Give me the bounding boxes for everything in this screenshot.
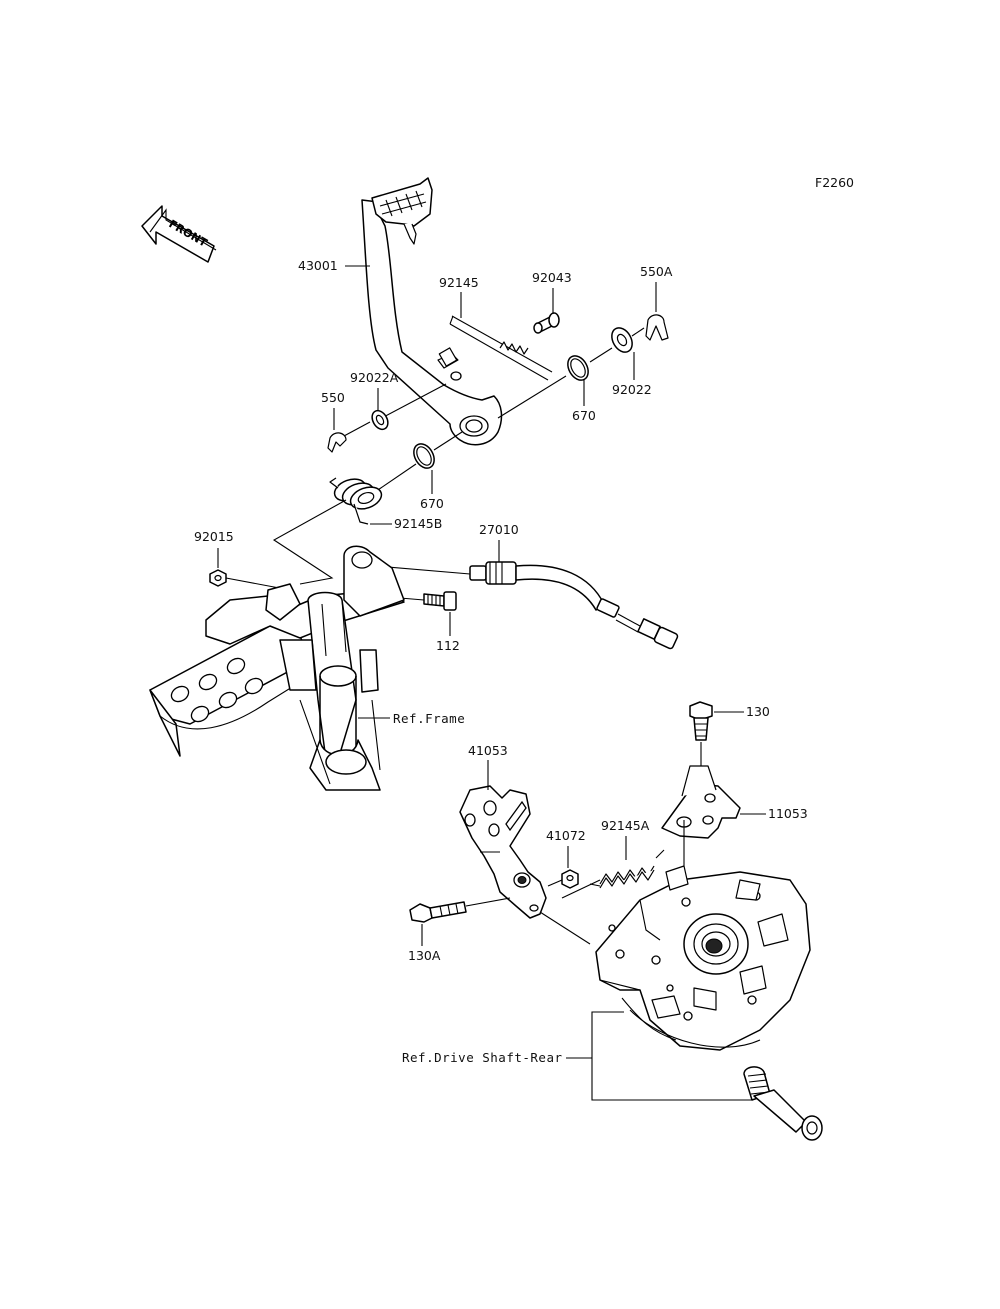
drive-shaft — [743, 1066, 823, 1141]
ref-drive-shaft: Ref.Drive Shaft-Rear — [402, 1050, 563, 1065]
drive-shaft-housing — [595, 865, 811, 1051]
label-112: 112 — [436, 638, 460, 653]
nut-41072 — [547, 869, 579, 889]
label-92145: 92145 — [439, 275, 479, 290]
label-92145a: 92145A — [601, 818, 650, 833]
label-670-left: 670 — [420, 496, 444, 511]
label-550: 550 — [321, 390, 345, 405]
label-41053: 41053 — [468, 743, 508, 758]
label-130: 130 — [746, 704, 770, 719]
label-92022: 92022 — [612, 382, 652, 397]
label-130a: 130A — [408, 948, 441, 963]
oring-670-left — [413, 443, 435, 469]
label-43001: 43001 — [298, 258, 338, 273]
switch-27010 — [375, 561, 679, 650]
washer-92022 — [611, 327, 633, 353]
label-41072: 41072 — [546, 828, 586, 843]
label-670-right: 670 — [572, 408, 596, 423]
bolt-130 — [689, 701, 713, 780]
label-27010: 27010 — [479, 522, 519, 537]
cotter-pin-550 — [327, 421, 371, 453]
spring-92145b — [329, 477, 383, 525]
spring-92145 — [449, 315, 553, 381]
diagram-code: F2260 — [815, 175, 854, 190]
ref-frame: Ref.Frame — [393, 711, 465, 726]
pin-92043 — [533, 312, 560, 334]
label-92043: 92043 — [532, 270, 572, 285]
frame — [149, 545, 405, 791]
label-92145b: 92145B — [394, 516, 442, 531]
label-11053: 11053 — [768, 806, 808, 821]
bolt-112 — [399, 591, 457, 611]
cotter-pin-550a — [645, 314, 669, 341]
bracket-11053 — [661, 765, 741, 866]
front-arrow-icon: FRONT — [141, 205, 217, 263]
label-92022a: 92022A — [350, 370, 399, 385]
washer-92022a — [371, 409, 389, 431]
spring-92145a — [589, 849, 665, 889]
brake-pedal — [361, 177, 503, 446]
lever-41053 — [459, 785, 547, 919]
label-550a: 550A — [640, 264, 673, 279]
oring-670-right — [567, 355, 589, 381]
label-92015: 92015 — [194, 529, 234, 544]
bolt-130a — [409, 897, 511, 923]
